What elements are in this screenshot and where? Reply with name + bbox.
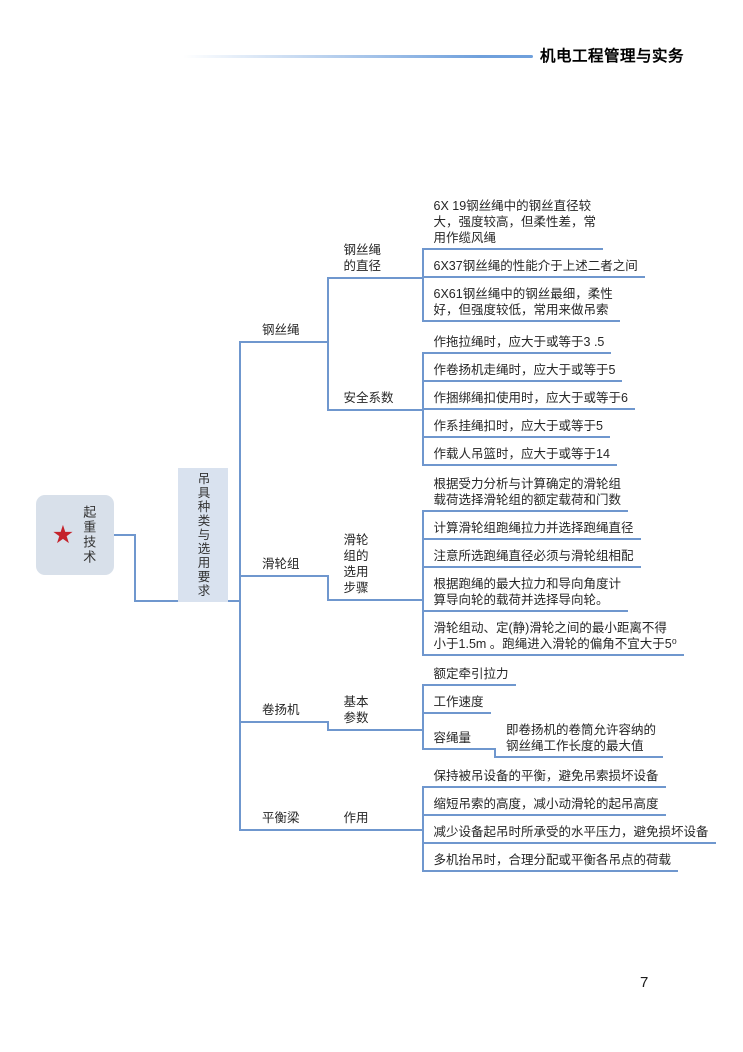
leaf-label: 多机抬吊时，合理分配或平衡各吊点的荷载: [433, 853, 672, 867]
leaf-label: 6X37钢丝绳的性能介于上述二者之间: [433, 259, 638, 273]
sub-wire-diameter: 钢丝绳 的直径 6X 19钢丝绳中的钢丝直径较 大，强度较高，但柔性差，常 用作…: [328, 198, 642, 322]
leaf-item: 作系挂绳扣时，应大于或等于5: [423, 418, 607, 438]
branch-children: 钢丝绳 的直径 6X 19钢丝绳中的钢丝直径较 大，强度较高，但柔性差，常 用作…: [328, 198, 642, 466]
leaf-item: 6X61钢丝绳中的钢丝最细，柔性 好，但强度较低，常用来做吊索: [423, 286, 617, 322]
star-icon: ★: [51, 520, 75, 549]
leaf-item: 保持被吊设备的平衡，避免吊索损坏设备: [423, 768, 663, 788]
leaf-label: 6X61钢丝绳中的钢丝最细，柔性 好，但强度较低，常用来做吊索: [433, 287, 613, 317]
header-title: 机电工程管理与实务: [540, 48, 685, 65]
subtopic-label: 安全系数: [343, 390, 394, 405]
leaf-item: 作拖拉绳时，应大于或等于3 .5: [423, 334, 609, 354]
leaf-item: 额定牵引拉力: [423, 666, 513, 686]
leaf-label: 滑轮组动、定(静)滑轮之间的最小距离不得 小于1.5m 。跑绳进入滑轮的偏角不宜…: [433, 621, 677, 651]
leaf-rope-capacity: 容绳量 即卷扬机的卷筒允许容纳的 钢丝绳工作长度的最大值: [423, 722, 661, 758]
leaf-item: 计算滑轮组跑绳拉力并选择跑绳直径: [423, 520, 638, 540]
branch-children: 基本 参数 额定牵引拉力 工作速度 容绳量 即卷扬机的卷筒允许容纳的 钢丝绳工作…: [328, 666, 661, 758]
leaf-label: 作载人吊篮时，应大于或等于14: [433, 447, 610, 461]
leaf-item: 根据跑绳的最大拉力和导向角度计 算导向轮的载荷并选择导向轮。: [423, 576, 626, 612]
branch-label: 滑轮组: [262, 556, 300, 571]
leaf-label: 6X 19钢丝绳中的钢丝直径较 大，强度较高，但柔性差，常 用作缆风绳: [433, 199, 597, 245]
branch-pulley-block: 滑轮组 滑轮 组的 选用 步骤 根据受力分析与计算确定的滑轮组 载荷选择滑轮组的…: [240, 476, 681, 656]
leaf-item: 作捆绑绳扣使用时，应大于或等于6: [423, 390, 632, 410]
leaf-item: 注意所选跑绳直径必须与滑轮组相配: [423, 548, 638, 568]
leaf-column: 保持被吊设备的平衡，避免吊索损坏设备 缩短吊索的高度，减小动滑轮的起吊高度 减少…: [423, 768, 713, 872]
leaf-label: 计算滑轮组跑绳拉力并选择跑绳直径: [433, 521, 634, 535]
branch-label: 钢丝绳: [262, 322, 300, 337]
leaf-label: 工作速度: [433, 695, 484, 709]
leaf-item: 6X37钢丝绳的性能介于上述二者之间: [423, 258, 642, 278]
mindmap: ★ 起重技术 吊具种类与选用要求 钢丝绳 钢丝绳 的直径: [36, 198, 740, 872]
leaf-column: 作拖拉绳时，应大于或等于3 .5 作卷扬机走绳时，应大于或等于5 作捆绑绳扣使用…: [423, 334, 632, 466]
branch-children: 滑轮 组的 选用 步骤 根据受力分析与计算确定的滑轮组 载荷选择滑轮组的额定载荷…: [328, 476, 681, 656]
leaf-item: 缩短吊索的高度，减小动滑轮的起吊高度: [423, 796, 663, 816]
leaf-item: 作卷扬机走绳时，应大于或等于5: [423, 362, 620, 382]
leaf-item: 减少设备起吊时所承受的水平压力，避免损坏设备: [423, 824, 713, 844]
leaf-label: 根据受力分析与计算确定的滑轮组 载荷选择滑轮组的额定载荷和门数: [433, 477, 622, 507]
leaf-label: 即卷扬机的卷筒允许容纳的 钢丝绳工作长度的最大值: [506, 723, 657, 753]
leaf-label: 保持被吊设备的平衡，避免吊索损坏设备: [433, 769, 659, 783]
topic-subtree: 吊具种类与选用要求 钢丝绳 钢丝绳 的直径 6X 19钢丝绳中的钢丝直径较 大，…: [178, 198, 713, 872]
leaf-label: 根据跑绳的最大拉力和导向角度计 算导向轮的载荷并选择导向轮。: [433, 577, 622, 607]
leaf-column: 额定牵引拉力 工作速度 容绳量 即卷扬机的卷筒允许容纳的 钢丝绳工作长度的最大值: [423, 666, 661, 758]
subtopic-label: 钢丝绳 的直径: [343, 242, 382, 273]
sub-safety-factor: 安全系数 作拖拉绳时，应大于或等于3 .5 作卷扬机走绳时，应大于或等于5 作捆…: [328, 334, 632, 466]
leaf-item: 6X 19钢丝绳中的钢丝直径较 大，强度较高，但柔性差，常 用作缆风绳: [423, 198, 601, 250]
leaf-item: 多机抬吊时，合理分配或平衡各吊点的荷载: [423, 852, 676, 872]
leaf-item: 即卷扬机的卷筒允许容纳的 钢丝绳工作长度的最大值: [495, 722, 660, 758]
leaf-label: 作捆绑绳扣使用时，应大于或等于6: [433, 391, 628, 405]
sub-basic-parameters: 基本 参数 额定牵引拉力 工作速度 容绳量 即卷扬机的卷筒允许容纳的 钢丝绳工作…: [328, 666, 661, 758]
leaf-label: 缩短吊索的高度，减小动滑轮的起吊高度: [433, 797, 659, 811]
branch-winch: 卷扬机 基本 参数 额定牵引拉力 工作速度 容绳量: [240, 666, 660, 758]
sub-function: 作用 保持被吊设备的平衡，避免吊索损坏设备 缩短吊索的高度，减小动滑轮的起吊高度…: [328, 768, 713, 872]
page-number: 7: [640, 974, 649, 991]
topic-label: 吊具种类与选用要求: [195, 472, 210, 598]
leaf-item: 根据受力分析与计算确定的滑轮组 载荷选择滑轮组的额定载荷和门数: [423, 476, 626, 512]
branch-label: 平衡梁: [262, 810, 300, 825]
subtopic-label: 滑轮 组的 选用 步骤: [343, 532, 369, 595]
sub-pulley-selection-steps: 滑轮 组的 选用 步骤 根据受力分析与计算确定的滑轮组 载荷选择滑轮组的额定载荷…: [328, 476, 681, 656]
branches-column: 钢丝绳 钢丝绳 的直径 6X 19钢丝绳中的钢丝直径较 大，强度较高，但柔性差，…: [240, 198, 713, 872]
leaf-label: 注意所选跑绳直径必须与滑轮组相配: [433, 549, 634, 563]
leaf-label: 减少设备起吊时所承受的水平压力，避免损坏设备: [433, 825, 709, 839]
leaf-item: 工作速度: [423, 694, 488, 714]
leaf-item: 滑轮组动、定(静)滑轮之间的最小距离不得 小于1.5m 。跑绳进入滑轮的偏角不宜…: [423, 620, 681, 656]
branch-children: 作用 保持被吊设备的平衡，避免吊索损坏设备 缩短吊索的高度，减小动滑轮的起吊高度…: [328, 768, 713, 872]
leaf-label: 容绳量: [433, 731, 472, 745]
leaf-item: 作载人吊篮时，应大于或等于14: [423, 446, 614, 466]
topic-node: 吊具种类与选用要求: [178, 468, 228, 602]
subtopic-label: 作用: [343, 810, 369, 825]
leaf-label: 作系挂绳扣时，应大于或等于5: [433, 419, 603, 433]
leaf-column: 即卷扬机的卷筒允许容纳的 钢丝绳工作长度的最大值: [495, 722, 660, 758]
branch-balance-beam: 平衡梁 作用 保持被吊设备的平衡，避免吊索损坏设备 缩短吊索的高度，减小动滑轮的…: [240, 768, 713, 872]
leaf-label: 额定牵引拉力: [433, 667, 509, 681]
subtopic-label: 基本 参数: [343, 694, 369, 725]
header-rule: [183, 55, 533, 58]
root-label: 起重技术: [81, 505, 97, 565]
leaf-column: 根据受力分析与计算确定的滑轮组 载荷选择滑轮组的额定载荷和门数 计算滑轮组跑绳拉…: [423, 476, 681, 656]
leaf-label: 作拖拉绳时，应大于或等于3 .5: [433, 335, 605, 349]
leaf-column: 6X 19钢丝绳中的钢丝直径较 大，强度较高，但柔性差，常 用作缆风绳 6X37…: [423, 198, 642, 322]
leaf-label: 作卷扬机走绳时，应大于或等于5: [433, 363, 616, 377]
mindmap-tree: ★ 起重技术 吊具种类与选用要求 钢丝绳 钢丝绳 的直径: [36, 198, 740, 872]
branch-label: 卷扬机: [262, 702, 300, 717]
root-node: ★ 起重技术: [36, 495, 114, 575]
branch-wire-rope: 钢丝绳 钢丝绳 的直径 6X 19钢丝绳中的钢丝直径较 大，强度较高，但柔性差，…: [240, 198, 642, 466]
